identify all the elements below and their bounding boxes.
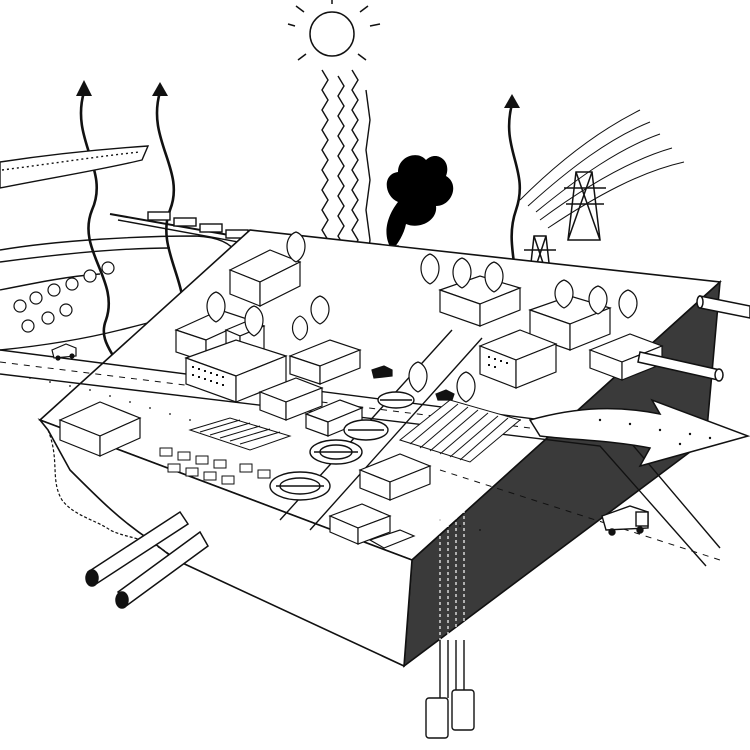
heat-arrowheads (76, 80, 520, 108)
truck-icon (601, 505, 649, 536)
building-windows (192, 356, 508, 386)
sun-icon (287, 0, 381, 61)
underground-pipes (439, 498, 465, 640)
pipe-icon (85, 295, 750, 609)
outflow-arrow (528, 398, 750, 468)
small-buildings-grid (159, 447, 271, 485)
outflow-arrow-stipple (598, 418, 712, 446)
power-lines (519, 109, 685, 229)
tree-icon (13, 261, 115, 333)
tree-icon (206, 231, 638, 403)
tank-icon (425, 640, 475, 739)
car-icon (51, 343, 455, 401)
warehouse-rows (188, 399, 522, 463)
treatment-tanks (269, 391, 415, 501)
